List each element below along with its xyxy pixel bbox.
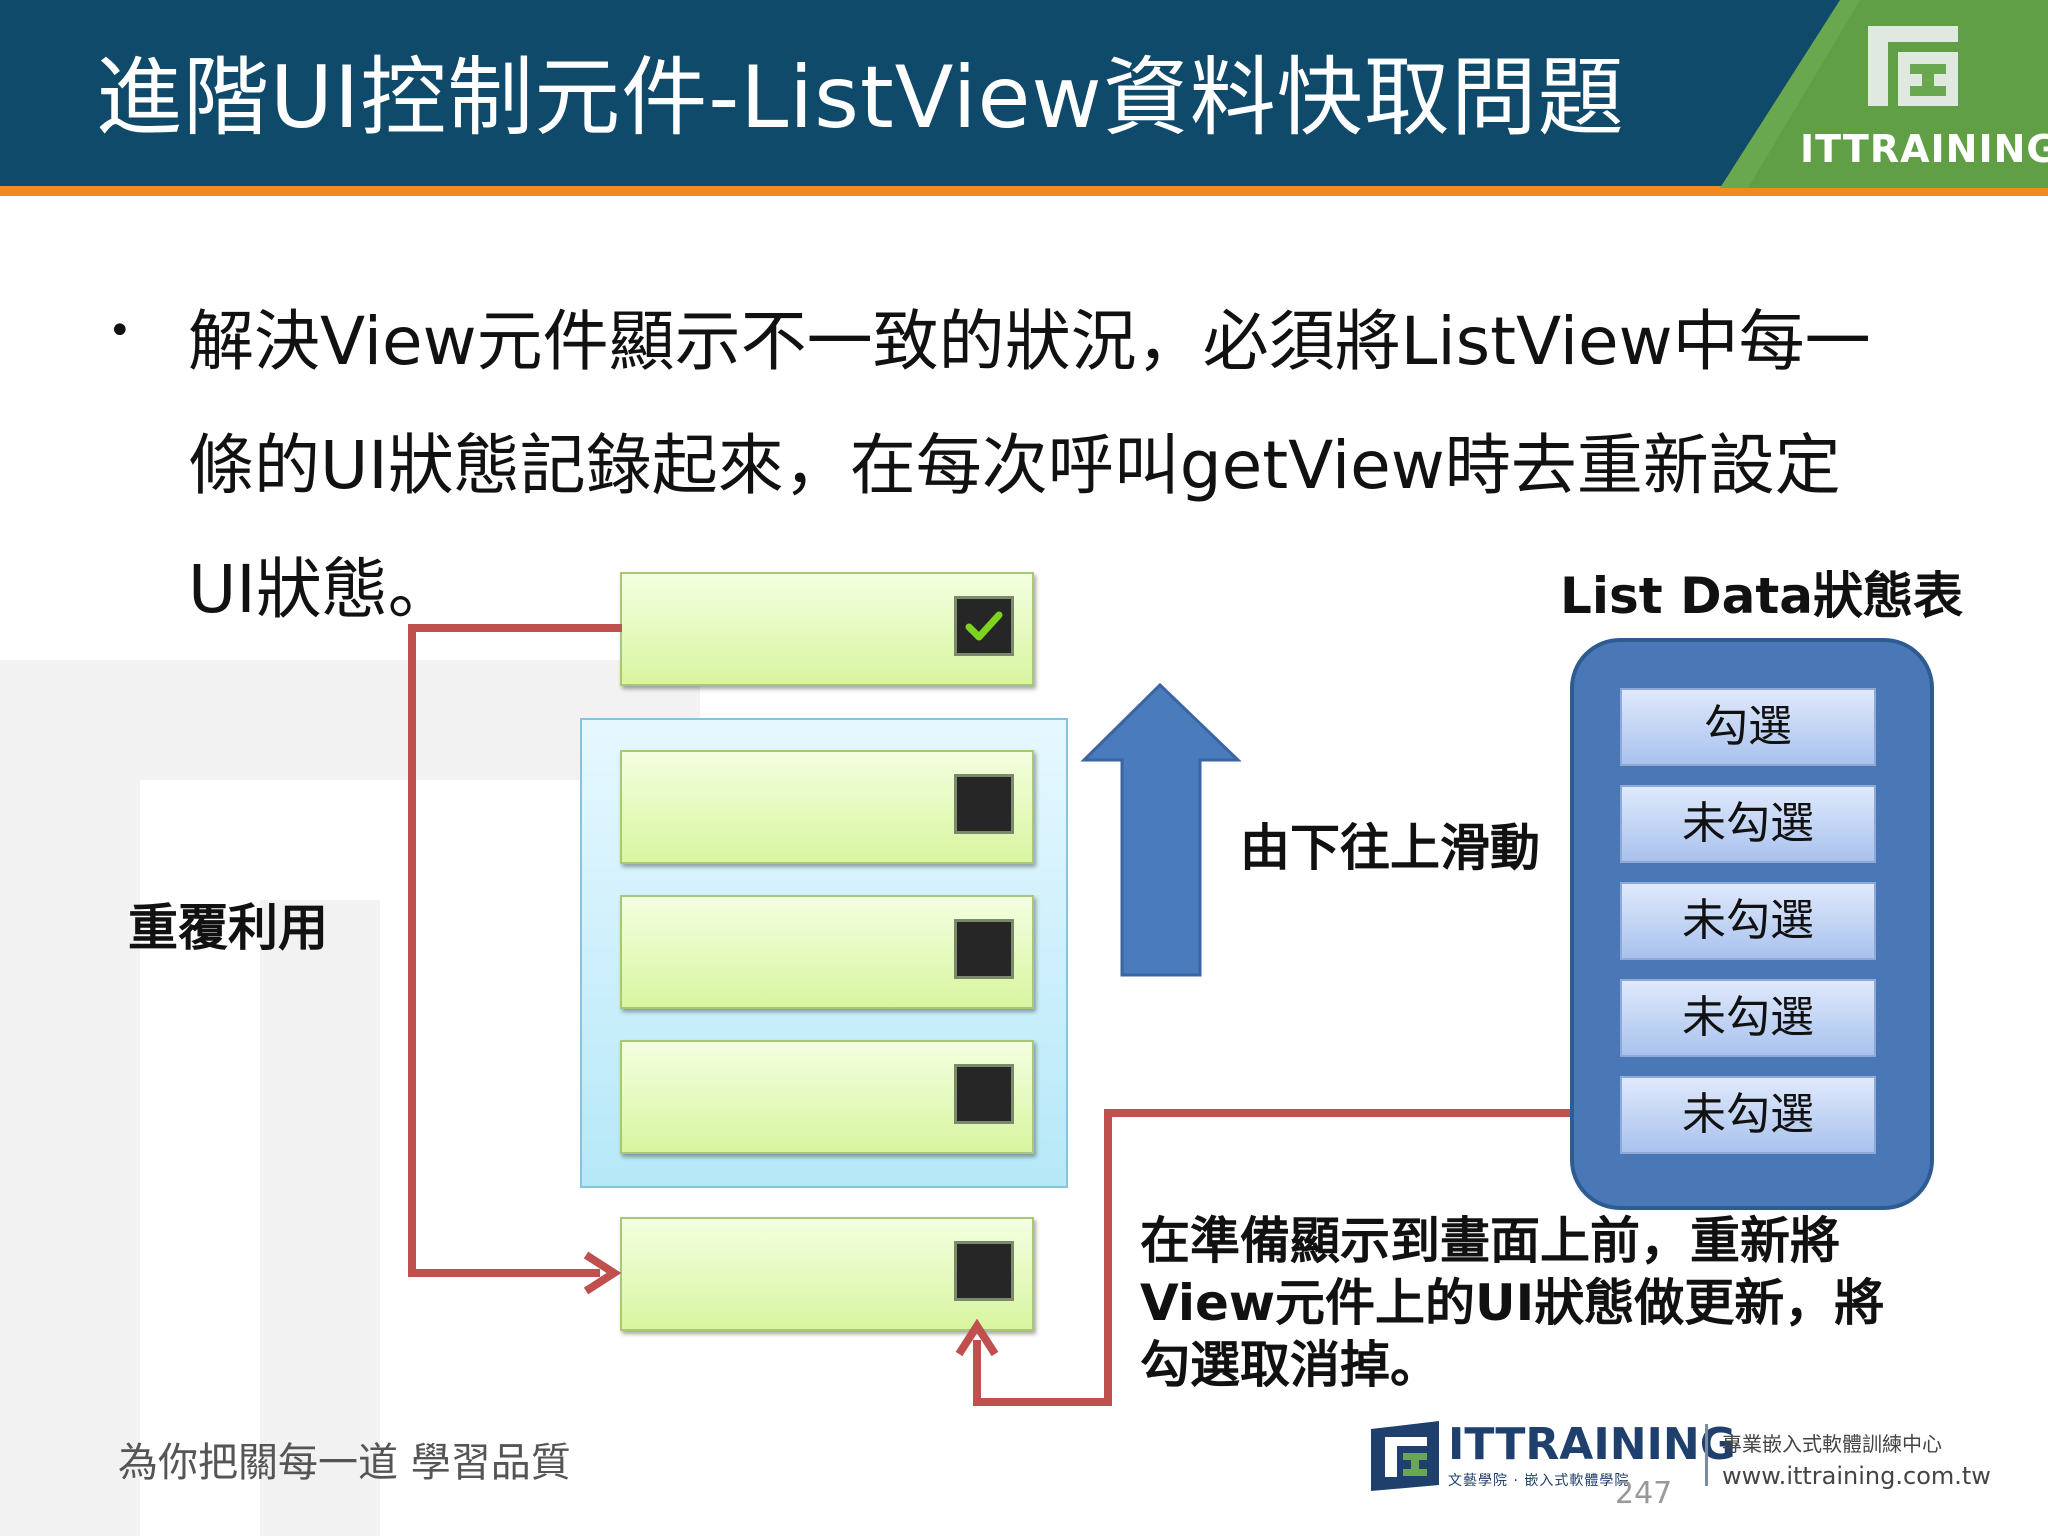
- header-bar: [0, 0, 2048, 190]
- list-row: [620, 1040, 1034, 1154]
- header-accent-line: [0, 186, 2048, 196]
- checkbox-checked: [954, 596, 1014, 656]
- table-title: List Data狀態表: [1560, 567, 1963, 625]
- table-row: 未勾選: [1620, 979, 1876, 1057]
- note-line: 勾選取消掉。: [1140, 1336, 1440, 1394]
- list-row: [620, 750, 1034, 864]
- paragraph-line: 條的UI狀態記錄起來，在每次呼叫getView時去重新設定: [188, 427, 1841, 504]
- list-row: [620, 895, 1034, 1009]
- update-note: 在準備顯示到畫面上前，重新將 View元件上的UI狀態做更新，將 勾選取消掉。: [1140, 1210, 1900, 1396]
- table-row: 未勾選: [1620, 1076, 1876, 1154]
- bullet-marker: •: [108, 308, 132, 354]
- checkbox-unchecked: [954, 774, 1014, 834]
- checkbox-unchecked: [954, 919, 1014, 979]
- paragraph-line: UI狀態。: [188, 551, 454, 628]
- table-row: 未勾選: [1620, 785, 1876, 863]
- slide-title: 進階UI控制元件-ListView資料快取問題: [96, 48, 1625, 148]
- scroll-up-arrow-icon: [1080, 682, 1242, 977]
- footer-brand-sub: 文藝學院 · 嵌入式軟體學院: [1448, 1473, 1630, 1489]
- checkbox-unchecked: [954, 1064, 1014, 1124]
- header-logo-text: ITTRAINING: [1800, 127, 2048, 171]
- header-logo: [1720, 0, 2048, 188]
- list-row-recycled: [620, 1217, 1034, 1331]
- footer-logo-icon: [1371, 1421, 1439, 1491]
- note-line: 在準備顯示到畫面上前，重新將: [1140, 1212, 1840, 1270]
- paragraph-line: 解決View元件顯示不一致的狀況，必須將ListView中每一: [188, 303, 1871, 380]
- body-paragraph: 解決View元件顯示不一致的狀況，必須將ListView中每一 條的UI狀態記錄…: [188, 280, 1908, 652]
- reuse-label: 重覆利用: [128, 899, 328, 957]
- table-row: 勾選: [1620, 688, 1876, 766]
- list-row-scrolled-out: [620, 572, 1034, 686]
- footer-brand: ITTRAINING: [1448, 1419, 1736, 1470]
- footer-url: www.ittraining.com.tw: [1722, 1462, 1991, 1490]
- footer-divider: [1705, 1424, 1708, 1486]
- checkbox-unchecked: [954, 1241, 1014, 1301]
- footer-slogan: 為你把關每一道 學習品質: [118, 1440, 571, 1486]
- check-icon: [965, 611, 1003, 641]
- note-line: View元件上的UI狀態做更新，將: [1140, 1274, 1885, 1332]
- page-number: 247: [1615, 1476, 1673, 1511]
- table-row: 未勾選: [1620, 882, 1876, 960]
- logo-mark-icon: [1868, 26, 1958, 106]
- footer-cn-name: 專業嵌入式軟體訓練中心: [1722, 1432, 1942, 1456]
- scroll-direction-label: 由下往上滑動: [1240, 819, 1540, 877]
